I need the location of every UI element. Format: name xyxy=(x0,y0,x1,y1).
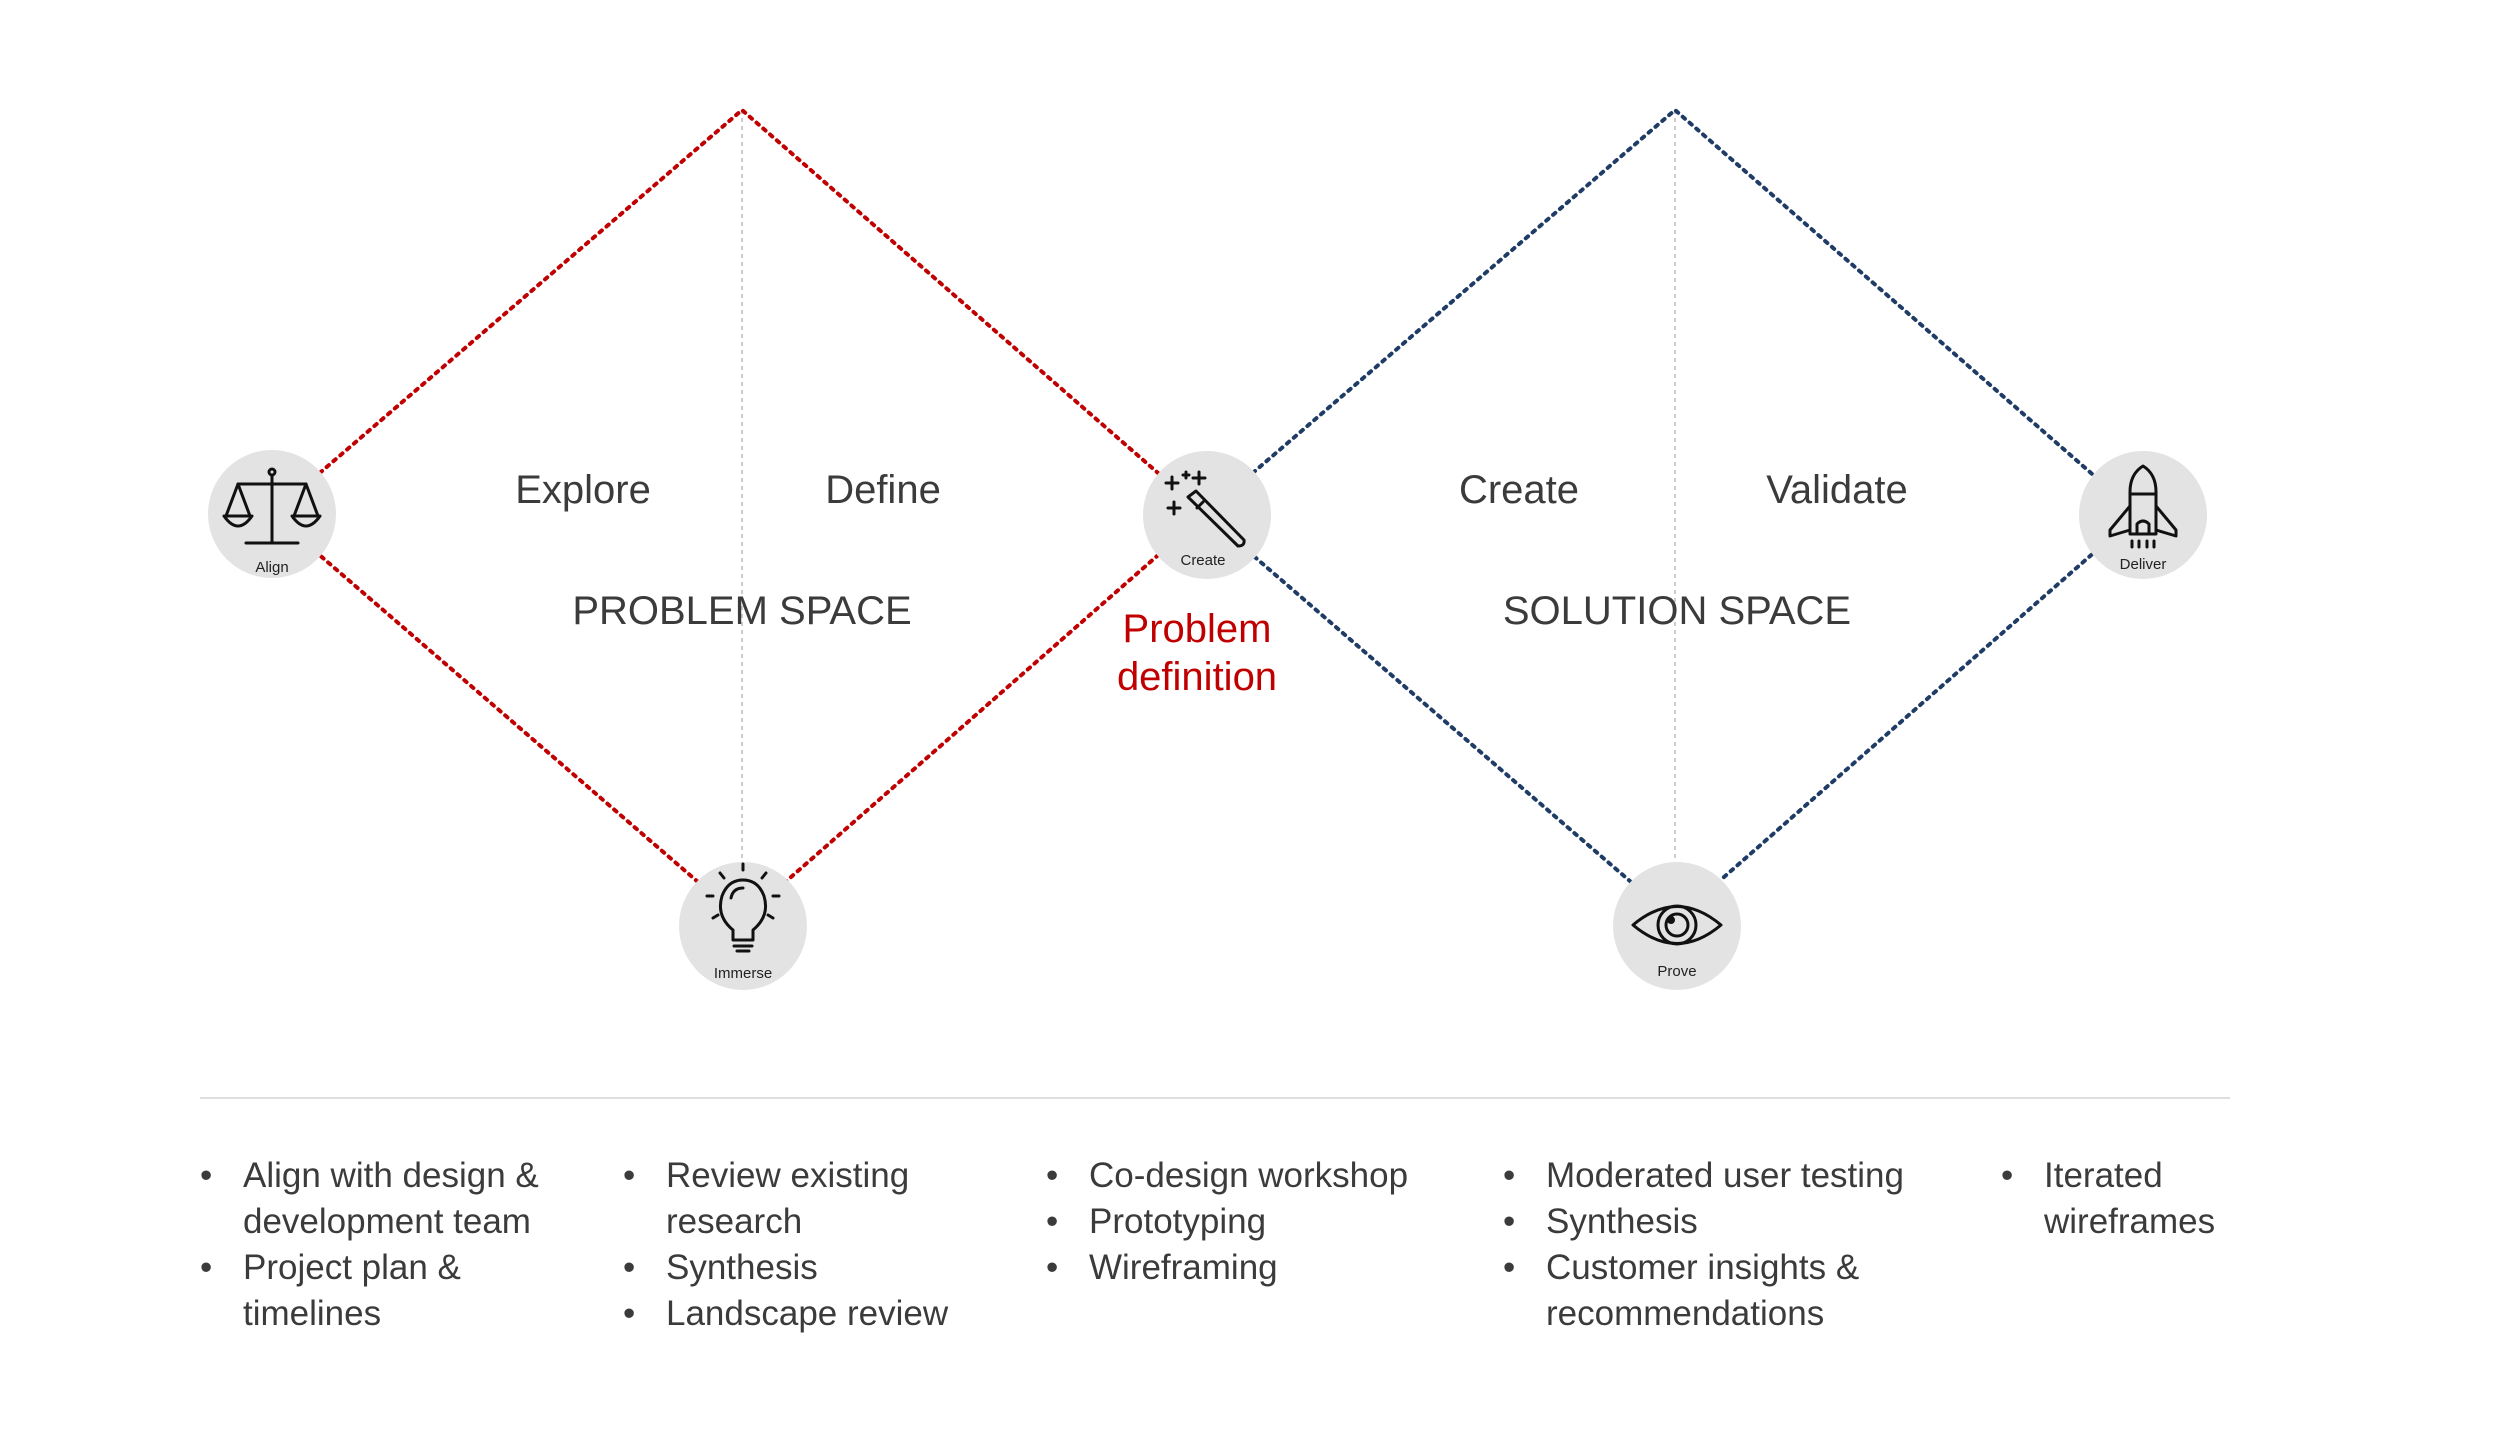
lightbulb-icon xyxy=(705,862,781,953)
problem-definition-line2: definition xyxy=(1117,655,1277,699)
problem-space-label: PROBLEM SPACE xyxy=(572,589,911,633)
list-item: Iterated wireframes xyxy=(2001,1153,2244,1245)
problem-diamond-outline xyxy=(268,107,1209,923)
list-item: Synthesis xyxy=(1503,1199,1963,1245)
phase-label-validate: Validate xyxy=(1766,468,1908,512)
solution-space-label: SOLUTION SPACE xyxy=(1503,589,1851,633)
node-deliver-circle xyxy=(2079,451,2207,579)
phase-label-define: Define xyxy=(825,468,941,512)
rocket-icon xyxy=(2108,464,2178,549)
list-item: Synthesis xyxy=(623,1245,1003,1291)
list-item: Moderated user testing xyxy=(1503,1153,1963,1199)
node-immerse-circle xyxy=(679,862,807,990)
list-item: Wireframing xyxy=(1046,1245,1466,1291)
node-align: Align xyxy=(208,450,336,578)
phase-label-create: Create xyxy=(1459,468,1579,512)
list-item: Project plan & timelines xyxy=(200,1245,523,1337)
list-item: Align with design & development team xyxy=(200,1153,600,1245)
node-create-caption: Create xyxy=(1180,552,1225,569)
node-deliver: Deliver xyxy=(2079,451,2207,579)
list-item: Prototyping xyxy=(1046,1199,1466,1245)
list-item: Co-design workshop xyxy=(1046,1153,1466,1199)
magic-wand-icon xyxy=(1164,470,1246,548)
activity-list-create: Co-design workshop Prototyping Wireframi… xyxy=(1046,1153,1466,1291)
problem-definition-line1: Problem xyxy=(1123,607,1272,651)
section-divider xyxy=(200,1097,2230,1099)
eye-icon xyxy=(1631,904,1723,946)
node-immerse: Immerse xyxy=(679,862,807,990)
list-item: Review existing research xyxy=(623,1153,926,1245)
list-item: Landscape review xyxy=(623,1291,1003,1337)
node-prove-circle xyxy=(1613,862,1741,990)
scales-icon xyxy=(222,467,322,545)
node-immerse-caption: Immerse xyxy=(714,965,772,982)
activity-list-deliver: Iterated wireframes xyxy=(2001,1153,2241,1245)
node-align-caption: Align xyxy=(255,559,288,576)
solution-diamond-outline xyxy=(1201,107,2142,923)
activity-list-prove: Moderated user testing Synthesis Custome… xyxy=(1503,1153,1963,1337)
node-deliver-caption: Deliver xyxy=(2120,556,2167,573)
list-item: Customer insights & recommendations xyxy=(1503,1245,1886,1337)
node-create: Create xyxy=(1143,451,1271,579)
phase-label-explore: Explore xyxy=(515,468,651,512)
node-prove-caption: Prove xyxy=(1657,963,1696,980)
activity-list-immerse: Review existing research Synthesis Lands… xyxy=(623,1153,1003,1337)
activity-list-align: Align with design & development team Pro… xyxy=(200,1153,600,1337)
node-prove: Prove xyxy=(1613,862,1741,990)
